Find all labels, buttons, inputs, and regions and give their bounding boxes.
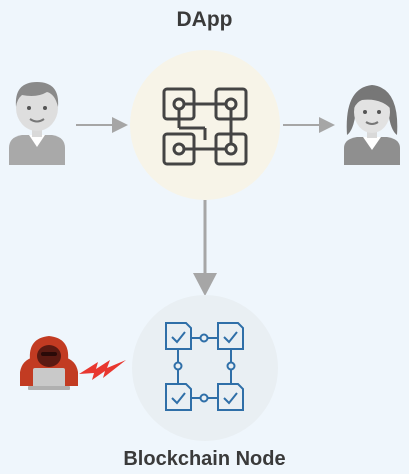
blockchain-node-title: Blockchain Node [123, 448, 286, 470]
blockchain-ledger-icon [165, 322, 244, 411]
dapp-node [130, 50, 280, 200]
hooded-hacker-icon [20, 336, 78, 390]
blockchain-node [132, 295, 278, 441]
lightning-attack-icon [79, 360, 126, 380]
connected-blocks-icon [162, 87, 248, 166]
edge-dapp-to-node [193, 200, 217, 296]
user-male-icon [9, 82, 65, 165]
dapp-title: DApp [176, 8, 233, 31]
user-female-icon [344, 85, 400, 165]
